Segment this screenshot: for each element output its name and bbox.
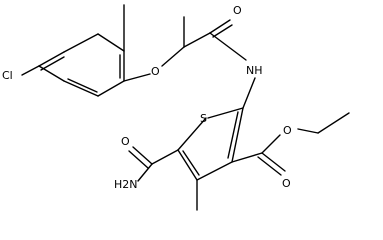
carboxamide-oxygen-atom-label: O	[121, 135, 130, 148]
amine-atom-label: H2N	[114, 178, 138, 191]
bonds	[21, 4, 350, 211]
bond	[231, 107, 244, 163]
bond	[38, 51, 65, 67]
bond	[242, 77, 256, 109]
ester-carbonyl-oxygen-atom-label: O	[282, 177, 291, 190]
bond	[67, 78, 98, 93]
bond	[257, 156, 282, 176]
sulfur-atom-label: S	[200, 112, 207, 125]
bond	[177, 149, 198, 181]
bond	[183, 32, 211, 48]
bond	[196, 161, 233, 181]
ester-single-oxygen-atom-label: O	[283, 124, 292, 137]
chlorine-atom-label: Cl	[2, 69, 13, 82]
bond	[123, 73, 151, 82]
ether-oxygen-atom-label: O	[151, 65, 160, 78]
bond	[21, 65, 40, 76]
bond	[151, 149, 179, 165]
bond	[132, 146, 153, 165]
atom-labels: Cl O O NH S O O H2N O	[2, 4, 292, 191]
amide-nitrogen-atom-label: NH	[246, 64, 263, 77]
bond	[177, 117, 207, 151]
bond	[128, 150, 149, 169]
bond	[209, 19, 231, 34]
bond	[261, 152, 286, 172]
bond	[212, 24, 233, 38]
bond	[63, 80, 99, 97]
bond	[40, 56, 65, 71]
bond	[231, 152, 263, 163]
bond	[207, 107, 244, 119]
bond	[97, 80, 125, 97]
bond	[137, 163, 153, 182]
chemical-structure-diagram: Cl O O NH S O O H2N O	[2, 4, 350, 211]
amide-oxygen-atom-label: O	[233, 4, 242, 17]
bond	[97, 33, 125, 52]
bond	[63, 33, 99, 53]
bond	[161, 46, 185, 67]
bond	[38, 65, 65, 82]
bond	[209, 32, 247, 61]
bond	[317, 112, 350, 134]
bond	[227, 111, 239, 159]
bond	[261, 134, 281, 154]
bond	[297, 128, 319, 134]
bond	[182, 150, 200, 176]
